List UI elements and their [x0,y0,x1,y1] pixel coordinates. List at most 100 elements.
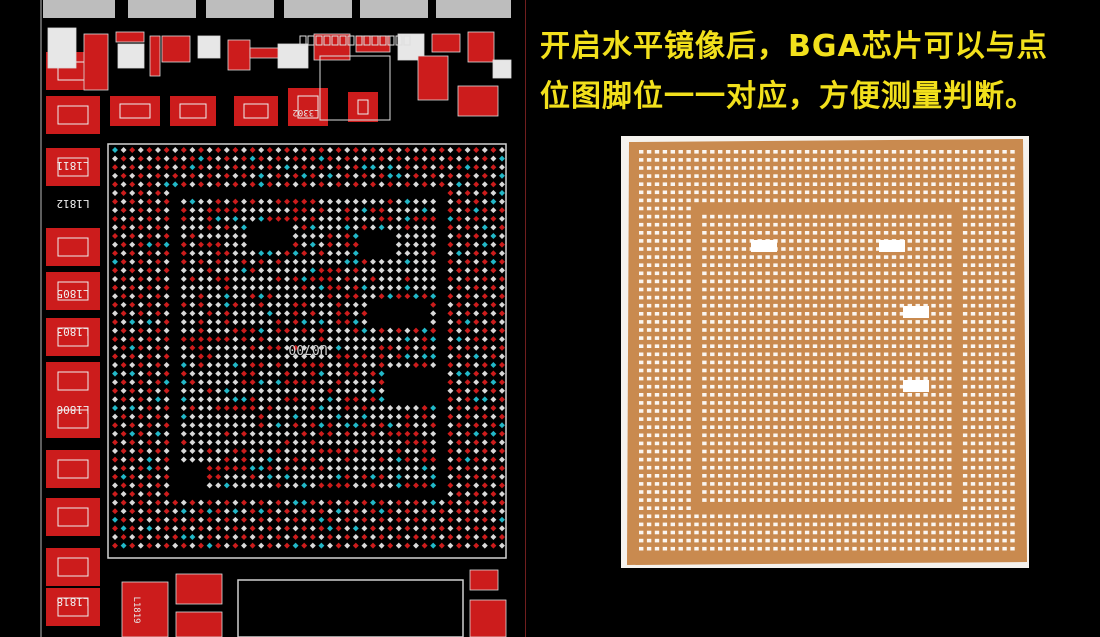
chip-pad [662,239,668,243]
chip-pad [931,522,936,527]
chip-pad [931,182,936,186]
bga-ball [249,525,256,532]
chip-pad [860,401,865,405]
bga-ball [404,284,411,291]
inductor-pad [46,318,100,356]
bga-ball [327,422,333,429]
bga-ball [490,362,497,368]
bga-ball [456,267,462,274]
board-components [46,27,512,637]
chip-pad [978,433,984,438]
chip-pad [725,522,731,527]
bga-ball [335,448,342,454]
bga-ball [129,293,136,300]
bga-ball [163,465,170,472]
chip-pad [741,303,747,308]
bga-ball [327,181,333,188]
chip-pad [931,465,936,470]
bga-ball [309,516,316,523]
chip-pad [876,344,881,348]
bga-ball [215,430,222,437]
bga-ball [120,190,127,196]
chip-pad [702,279,707,284]
chip-pad [662,368,668,373]
chip-pad [639,344,644,348]
chip-pad [939,376,944,381]
chip-pad [852,360,857,365]
chip-pad [836,514,841,519]
bga-ball [378,215,385,222]
chip-pad [662,498,668,502]
chip-pad [741,279,747,284]
bga-ball [387,516,394,523]
chip-pad [891,449,897,454]
chip-pad [686,530,691,535]
pcb-board-canvas[interactable]: L1811L1812L1805L1803L1806L1818U0700L3302… [38,0,526,637]
chip-pad [781,368,786,373]
chip-pad [860,174,865,178]
bga-ball [284,181,290,188]
bga-ball [327,430,333,437]
chip-pad [852,287,857,292]
bga-ball [146,241,153,248]
bga-ball [275,267,282,274]
bga-ball [447,542,454,549]
bga-ball [129,456,136,463]
chip-pad [883,498,889,502]
chip-pad [702,328,707,332]
bga-ball [146,448,153,454]
chip-pad [1010,271,1015,276]
chip-pad [773,425,778,429]
chip-pad [725,514,731,519]
bga-ball [481,448,488,454]
bga-chip-label: U0700 [288,341,327,356]
bga-ball [180,542,187,549]
chip-pad [710,538,715,543]
bga-ball [430,233,437,239]
bga-ball [473,198,480,205]
chip-pad [654,214,660,219]
bga-ball [499,327,505,334]
bga-ball [155,516,161,523]
chip-pad [994,538,999,543]
bga-ball [155,284,161,291]
bga-ball [456,233,462,239]
bga-ball [206,172,213,179]
chip-pad [804,344,810,348]
chip-pad [702,255,707,259]
bga-ball [292,293,299,300]
smd-component [249,47,281,59]
bga-ball [499,336,505,343]
chip-pad [662,401,668,405]
bga-ball [361,499,368,506]
chip-pad [654,247,660,251]
chip-pad [757,474,762,478]
bga-ball [206,336,213,343]
chip-pad [844,174,849,178]
chip-pad [670,482,675,486]
chip-pad [820,538,826,543]
chip-pad [970,174,976,178]
bga-ball [163,190,170,196]
chip-pad [828,433,833,438]
bga-ball [155,370,161,377]
bga-ball [309,405,316,411]
bga-ball [215,207,222,214]
bga-ball [258,267,265,274]
bga-ball [464,362,471,368]
chip-pad [844,190,849,195]
bga-ball-pattern[interactable] [107,143,507,559]
bga-ball [129,379,136,386]
bga-ball [352,164,359,171]
chip-pad [773,482,778,486]
bga-ball [378,284,385,291]
bga-ball [180,396,187,403]
chip-pad [907,271,912,276]
bga-ball [447,164,454,171]
bga-ball [464,190,471,196]
chip-pad [749,336,754,340]
bga-ball [266,207,273,214]
bga-ball [421,327,428,334]
chip-pad [962,295,968,300]
